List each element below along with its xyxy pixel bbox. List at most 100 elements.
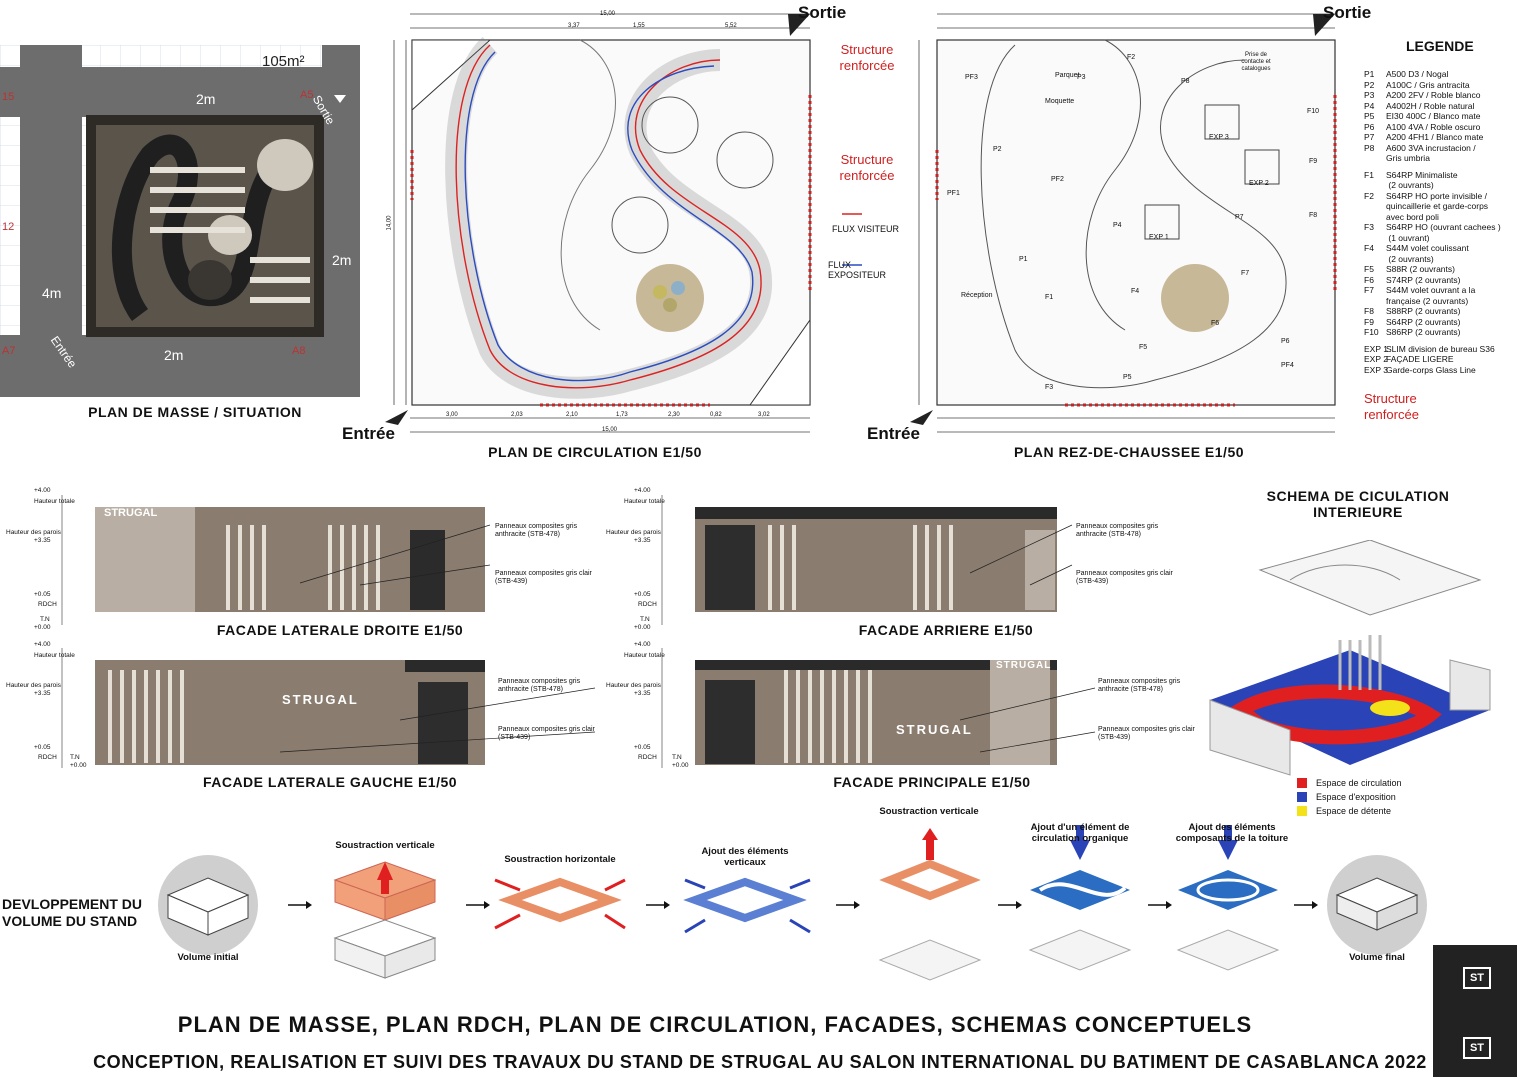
- legend-value: S64RP Minimaliste: [1386, 169, 1458, 180]
- circ-structure-note-2: Structure renforcée: [839, 152, 895, 183]
- facade-right-level-rdch-label: RDCH: [38, 601, 57, 608]
- label-f8: F8: [1309, 212, 1318, 219]
- site-dim-left: 4m: [42, 285, 62, 301]
- label-f6: F6: [1211, 320, 1220, 327]
- schema-legend-item: Espace de circulation: [1297, 778, 1402, 788]
- legend-key: P4: [1364, 100, 1375, 111]
- facade-left-level-total: +4.00: [34, 641, 51, 648]
- facade-right-brand: STRUGAL: [104, 507, 158, 519]
- facade-right: STRUGAL Panneaux composites gris anthrac…: [0, 485, 600, 635]
- legend-value: (2 ouvrants): [1386, 180, 1434, 190]
- legend-value: S44M volet coulissant: [1386, 243, 1469, 253]
- label-exp1: EXP 1: [1149, 234, 1169, 241]
- facade-right-caption: FACADE LATERALE DROITE E1/50: [216, 622, 464, 638]
- site-area: 105m²: [262, 53, 305, 70]
- site-dim-bottom: 2m: [164, 347, 184, 363]
- legend-value: A600 3VA incrustacion /: [1386, 142, 1476, 153]
- facade-rear-level-rdch-label: RDCH: [638, 601, 657, 608]
- grid-label-a5: A5: [300, 89, 314, 101]
- development-diagram: [150, 800, 1430, 990]
- schema-legend-item: Espace de détente: [1297, 806, 1402, 816]
- legend-key: EXP 2: [1364, 354, 1388, 364]
- legend-item: EXP 1SLIM division de bureau S36: [1364, 344, 1514, 355]
- facade-rear-caption: FACADE ARRIERE E1/50: [858, 622, 1034, 638]
- logo-mark-top: ST: [1463, 967, 1491, 989]
- schema-legend-label: Espace de circulation: [1316, 778, 1402, 788]
- schema-drawing: [1209, 539, 1491, 776]
- legend-item: F10 S86RP (2 ouvrants): [1364, 327, 1514, 338]
- circ-dim-bottom-total: 15,00: [602, 427, 618, 433]
- label-p4: P4: [1113, 222, 1122, 229]
- legend-key: F8: [1364, 306, 1374, 316]
- schema-axonometric: [1200, 539, 1500, 780]
- site-plan-drawing: [0, 45, 360, 397]
- legend-key: F10: [1364, 327, 1379, 337]
- legend-key: F9: [1364, 316, 1374, 327]
- legend-key: F3: [1364, 222, 1374, 232]
- facade-left: STRUGAL Panneaux composites gris anthrac…: [0, 640, 600, 770]
- legend-value: S64RP (2 ouvrants): [1386, 316, 1461, 327]
- legend-value: A200 2FV / Roble blanco: [1386, 90, 1481, 100]
- circ-dim-top-3: 5,52: [725, 23, 737, 29]
- legend-key: F6: [1364, 274, 1374, 285]
- label-moquette: Moquette: [1045, 98, 1075, 105]
- facade-rear-drawing: [661, 495, 1073, 625]
- legend-key: F4: [1364, 243, 1374, 253]
- legend-value: S86RP (2 ouvrants): [1386, 327, 1461, 337]
- facade-left-level-tn: +0.00: [70, 762, 87, 769]
- label-pf2: PF2: [1051, 176, 1064, 183]
- step-toiture: Ajout des éléments composants de la toit…: [1175, 822, 1289, 844]
- legend-key: EXP 1: [1364, 343, 1388, 354]
- circ-dim-bottom-7: 3,02: [758, 412, 770, 418]
- legend-value: Garde-corps Glass Line: [1386, 364, 1476, 375]
- label-pf4: PF4: [1281, 362, 1294, 369]
- facade-left-level-total-label: Hauteur totale: [34, 652, 75, 659]
- facade-main-brand: STRUGAL: [896, 722, 973, 737]
- circ-sortie: Sortie: [798, 3, 847, 22]
- legend-item: Gris umbria: [1364, 153, 1514, 164]
- row-label-15: 15: [2, 91, 15, 103]
- facade-left-level-walls-label: Hauteur des parois: [6, 682, 61, 689]
- facade-main-level-walls-label: Hauteur des parois: [606, 682, 661, 689]
- facade-right-level-rdch: +0.05: [34, 591, 51, 598]
- circ-dim-bottom-4: 1,73: [616, 412, 628, 418]
- facade-left-level-tn-label: T.N: [70, 754, 80, 761]
- legend-key: F2: [1364, 190, 1374, 201]
- legend-value: A100C / Gris antracita: [1386, 79, 1470, 90]
- facade-right-level-total-label: Hauteur totale: [34, 498, 75, 505]
- legend-key: EXP 3: [1364, 364, 1388, 375]
- facade-left-caption: FACADE LATERALE GAUCHE E1/50: [202, 774, 458, 790]
- gf-sortie: Sortie: [1323, 3, 1372, 22]
- label-exp3: EXP 3: [1209, 134, 1229, 141]
- label-f5: F5: [1139, 344, 1148, 351]
- facade-rear-level-tn-label: T.N: [640, 616, 650, 623]
- facade-main-level-rdch: +0.05: [634, 744, 651, 751]
- circ-dim-top-2: 1,55: [633, 23, 645, 29]
- legend-item: (2 ouvrants): [1364, 254, 1514, 265]
- facade-rear-level-total-label: Hauteur totale: [624, 498, 665, 505]
- legend-key: P1: [1364, 69, 1375, 79]
- facade-left-level-rdch-label: RDCH: [38, 754, 57, 761]
- legend-value: française (2 ouvrants): [1386, 295, 1469, 306]
- development-title: DEVLOPPEMENT DU VOLUME DU STAND: [2, 896, 143, 929]
- facade-right-level-tn: +0.00: [34, 624, 51, 631]
- facade-main-caption: FACADE PRINCIPALE E1/50: [833, 774, 1031, 790]
- label-f4: F4: [1131, 288, 1140, 295]
- legend-value: (1 ouvrant): [1386, 232, 1430, 243]
- facade-left-panel-light: Panneaux composites gris clair (STB-439): [498, 726, 595, 741]
- label-p8: P8: [1181, 78, 1190, 85]
- schema-legend-label: Espace de détente: [1316, 806, 1392, 816]
- facade-rear-level-walls: +3.35: [634, 537, 651, 544]
- step-volume-initial: Volume initial: [177, 952, 239, 963]
- legend-item: avec bord poli: [1364, 212, 1514, 223]
- facade-right-drawing: [61, 495, 491, 625]
- label-p1: P1: [1019, 256, 1028, 263]
